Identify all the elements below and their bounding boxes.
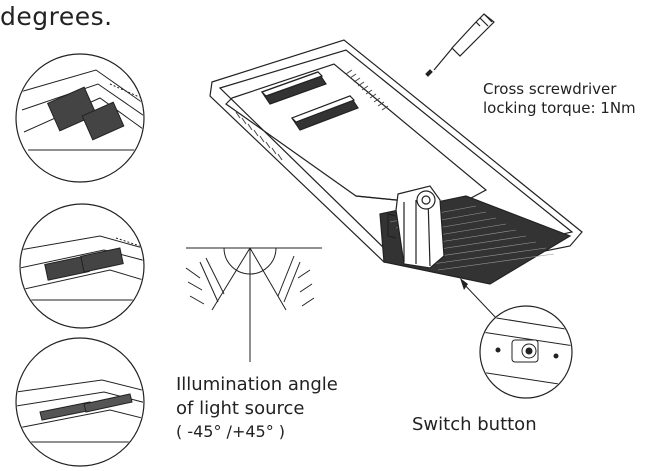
detail-circle-middle: [19, 203, 145, 329]
led-module-2: [290, 95, 359, 131]
heading-text: degrees.: [0, 2, 113, 31]
vent-slits: [235, 69, 389, 161]
mounting-bracket: [387, 185, 445, 269]
led-module-1: [260, 71, 327, 105]
switch-button-label: Switch button: [412, 414, 537, 435]
detail-circle-bottom: [15, 337, 145, 467]
switch-detail: [460, 278, 573, 399]
illumination-label-line1: Illumination angle: [176, 374, 338, 395]
screwdriver-icon: [425, 13, 495, 77]
screwdriver-note-line2: locking torque: 1Nm: [483, 99, 636, 117]
illumination-angle-diagram: [185, 247, 322, 362]
detail-circle-top: [15, 53, 145, 183]
screwdriver-note-line1: Cross screwdriver: [483, 80, 617, 98]
street-light-body: [209, 39, 583, 285]
illumination-label-line3: ( -45° /+45° ): [176, 422, 286, 441]
illumination-label-line2: of light source: [176, 398, 305, 419]
